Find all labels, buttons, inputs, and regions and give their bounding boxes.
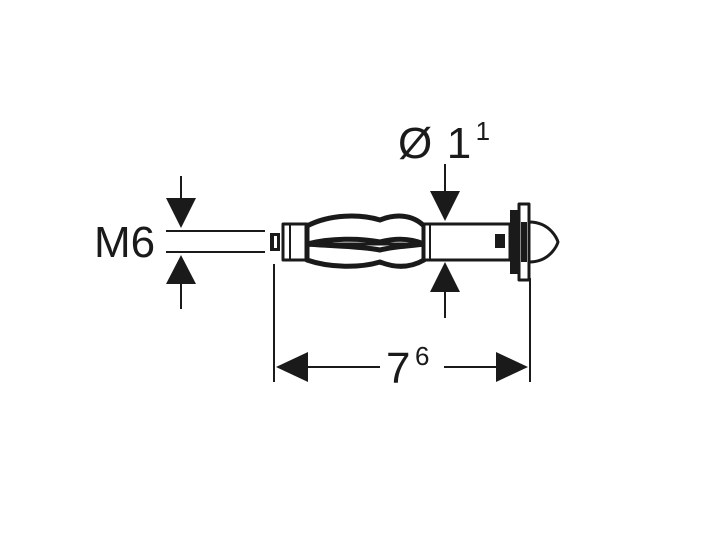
sleeve-tube-notch bbox=[495, 234, 505, 248]
bolt-thread-tip-inner bbox=[274, 236, 277, 248]
thread-arrow-bottom-head bbox=[166, 255, 196, 284]
sleeve-leg-lower bbox=[304, 241, 427, 269]
length-value: 7 bbox=[386, 344, 410, 393]
length-arrow-left-head bbox=[276, 352, 308, 382]
diameter-symbol: Ø bbox=[398, 119, 432, 168]
cavity-anchor bbox=[270, 202, 560, 282]
diameter-value: 1 bbox=[447, 119, 471, 168]
sleeve-leg-upper bbox=[304, 213, 427, 247]
flange-washer-core bbox=[521, 222, 527, 262]
diameter-label: Ø 1 1 bbox=[398, 116, 490, 168]
length-arrow-right-head bbox=[496, 352, 528, 382]
front-collar bbox=[281, 222, 309, 262]
thread-arrow-top-head bbox=[166, 198, 196, 228]
diameter-arrow-bottom-head bbox=[430, 262, 460, 292]
length-superscript: 6 bbox=[415, 341, 429, 371]
diameter-dimension bbox=[430, 164, 460, 318]
diameter-arrow-top-head bbox=[430, 191, 460, 221]
flange-plate bbox=[510, 210, 518, 274]
thread-dimension bbox=[166, 176, 265, 309]
length-label: 7 6 bbox=[386, 341, 429, 393]
diameter-superscript: 1 bbox=[476, 116, 490, 146]
screw-head bbox=[527, 220, 560, 264]
thread-label: M6 bbox=[94, 218, 155, 267]
length-dimension bbox=[273, 264, 531, 382]
